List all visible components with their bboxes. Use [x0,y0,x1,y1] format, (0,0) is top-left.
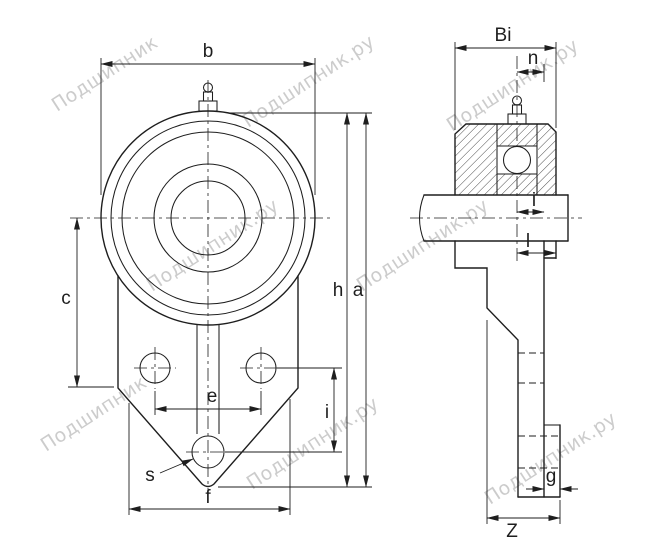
dim-label-a: a [353,280,364,301]
leader-line [159,458,194,474]
housing-outline [454,123,557,196]
dim-label-e: e [207,386,218,407]
dimension-bi: Bi [454,25,557,130]
dimension-z: Z [486,320,561,542]
grease-fitting-front [198,82,218,112]
dimension-b: b [100,41,316,195]
shaft-end-cap [418,194,425,242]
dim-label-b: b [203,41,214,62]
dim-label-c: c [61,288,71,309]
dim-label-h: h [333,280,344,301]
race-groove [496,146,538,174]
dimension-i-front: i [225,367,342,453]
grease-fitting-ball [202,82,214,93]
hatch-left [455,124,497,195]
dimension-f: f [128,399,291,515]
dim-label-bi: Bi [495,25,512,46]
dimension-i-side: i [516,190,545,215]
front-view: b c h a e i [61,41,372,515]
inner-race-circle [153,163,263,273]
housing-ring-circle [110,120,306,316]
dimension-c: c [61,217,114,388]
housing-inner-ring-circle [121,131,295,305]
dim-label-z: Z [506,521,518,542]
dim-label-n: n [528,48,539,69]
bearing-section [454,123,557,196]
grease-fitting-side [507,95,527,125]
dim-label-i: i [325,402,329,423]
dimension-g: g [526,466,578,492]
dimension-h-a: h a [218,112,372,488]
side-view: Bi n i l g Z [410,25,582,542]
rib-profile [454,240,519,498]
dim-label-s: s [145,465,155,486]
dimension-l: l [516,231,557,259]
flange-outline [117,275,299,488]
dim-label-l: l [526,231,530,252]
grease-fitting-ball [511,95,523,106]
dimension-n: n [516,48,545,82]
ball [502,145,532,175]
hatch-right [537,124,556,195]
bore-circle [170,180,246,256]
dimension-s: s [145,458,194,486]
dimension-e: e [154,386,262,415]
flange-plate-section [454,240,561,498]
dim-label-f: f [205,487,211,508]
dim-label-i: i [532,190,536,211]
dim-label-g: g [546,466,557,487]
